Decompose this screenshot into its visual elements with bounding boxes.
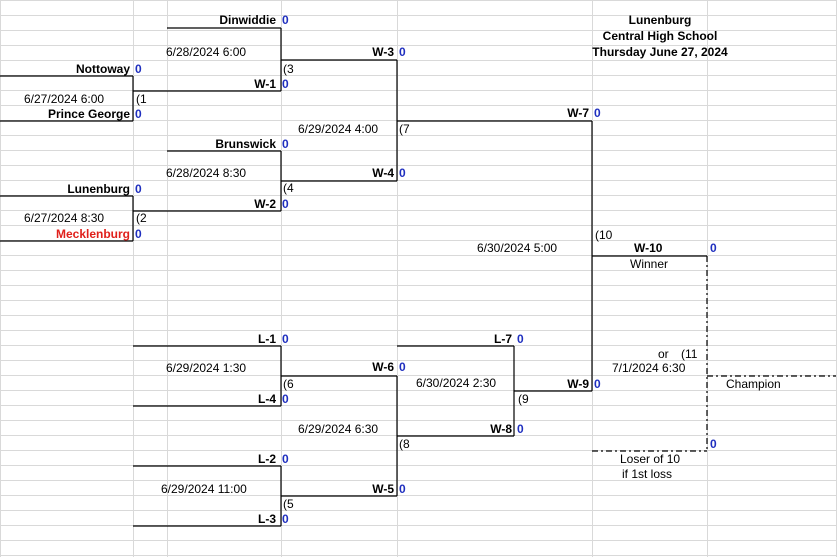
game4-time: 6/28/2024 8:30 — [166, 166, 247, 180]
score-w8: 0 — [517, 422, 524, 436]
game10-time: 6/30/2024 5:00 — [477, 241, 558, 255]
label-l1: L-1 — [258, 332, 276, 346]
team-mecklenburg: Mecklenburg — [55, 227, 130, 241]
label-l7: L-7 — [494, 332, 512, 346]
game8-time: 6/29/2024 6:30 — [298, 422, 379, 436]
label-l3: L-3 — [258, 512, 276, 526]
score-nottoway: 0 — [135, 62, 142, 76]
label-w5: W-5 — [372, 482, 394, 496]
score-brunswick: 0 — [282, 137, 289, 151]
game2-number: (2 — [136, 211, 147, 225]
game9-number: (9 — [518, 392, 529, 406]
label-w4: W-4 — [372, 166, 394, 180]
score-l7: 0 — [517, 332, 524, 346]
label-l4: L-4 — [258, 392, 276, 406]
game11-number: (11 — [681, 347, 698, 361]
score-w2: 0 — [282, 197, 289, 211]
team-dinwiddie: Dinwiddie — [219, 13, 276, 27]
score-w10: 0 — [710, 241, 717, 255]
label-w7: W-7 — [567, 106, 589, 120]
score-l3: 0 — [282, 512, 289, 526]
game6-number: (6 — [283, 377, 294, 391]
game5-time: 6/29/2024 11:00 — [161, 482, 247, 496]
score-dinwiddie: 0 — [282, 13, 289, 27]
label-w1: W-1 — [254, 77, 276, 91]
score-w3: 0 — [399, 45, 406, 59]
or-note: or — [658, 347, 669, 361]
game6-time: 6/29/2024 1:30 — [166, 361, 247, 375]
winner-note: Winner — [630, 257, 669, 271]
game8-number: (8 — [399, 437, 410, 451]
team-brunswick: Brunswick — [215, 137, 276, 151]
header-school-line2: Central High School — [602, 29, 718, 43]
score-w6: 0 — [399, 360, 406, 374]
team-nottoway: Nottoway — [76, 62, 130, 76]
score-final-loser: 0 — [710, 437, 717, 451]
game5-number: (5 — [283, 497, 294, 511]
label-w10: W-10 — [634, 241, 663, 255]
game1-time: 6/27/2024 6:00 — [24, 92, 105, 106]
game3-time: 6/28/2024 6:00 — [166, 45, 247, 59]
score-mecklenburg: 0 — [135, 227, 142, 241]
score-l1: 0 — [282, 332, 289, 346]
score-w4: 0 — [399, 166, 406, 180]
champion-label: Champion — [726, 377, 781, 391]
label-w8: W-8 — [490, 422, 512, 436]
header-date: Thursday June 27, 2024 — [592, 45, 728, 59]
score-l4: 0 — [282, 392, 289, 406]
game3-number: (3 — [283, 62, 294, 76]
score-l2: 0 — [282, 452, 289, 466]
team-lunenburg: Lunenburg — [67, 182, 130, 196]
score-w5: 0 — [399, 482, 406, 496]
loser-of-10-note: Loser of 10 — [620, 452, 681, 466]
label-l2: L-2 — [258, 452, 276, 466]
label-w3: W-3 — [372, 45, 394, 59]
score-w9: 0 — [594, 377, 601, 391]
score-prince-george: 0 — [135, 107, 142, 121]
label-w2: W-2 — [254, 197, 276, 211]
header-school-line1: Lunenburg — [628, 13, 692, 27]
game2-time: 6/27/2024 8:30 — [24, 211, 105, 225]
game1-number: (1 — [136, 92, 147, 106]
game11-time: 7/1/2024 6:30 — [612, 361, 686, 375]
label-w9: W-9 — [567, 377, 589, 391]
if-first-loss-note: if 1st loss — [622, 467, 673, 481]
score-lunenburg: 0 — [135, 182, 142, 196]
game9-time: 6/30/2024 2:30 — [416, 376, 497, 390]
game7-time: 6/29/2024 4:00 — [298, 122, 379, 136]
game7-number: (7 — [399, 122, 410, 136]
game10-number: (10 — [595, 228, 613, 242]
score-w1: 0 — [282, 77, 289, 91]
game4-number: (4 — [283, 181, 294, 195]
score-w7: 0 — [594, 106, 601, 120]
team-prince-george: Prince George — [47, 107, 130, 121]
label-w6: W-6 — [372, 360, 394, 374]
